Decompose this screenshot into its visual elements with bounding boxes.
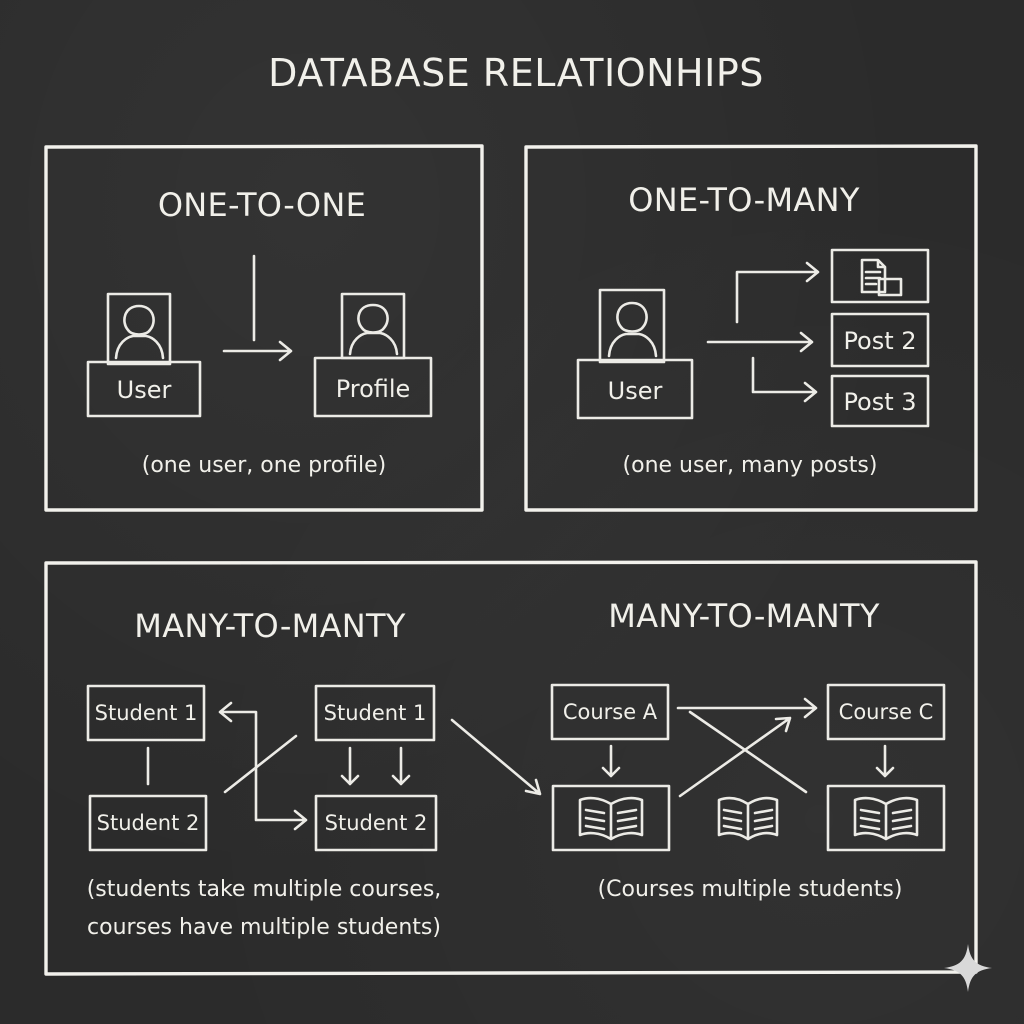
cross-arrow — [678, 716, 792, 798]
entity-label: User — [608, 377, 663, 405]
course-c-entity: Course C — [826, 683, 946, 741]
arrow-right — [222, 340, 293, 362]
page-title: DATABASE RELATIONHIPS — [268, 51, 764, 95]
panel-many-to-many: MANY-TO-MANTY Student 1 Student 2 Studen… — [44, 560, 978, 976]
subdiagram-students: MANY-TO-MANTY Student 1 Student 2 Studen… — [86, 607, 442, 940]
post-3-entity: Post 3 — [830, 374, 930, 428]
panel-frame — [524, 144, 978, 512]
panel-caption: (one user, many posts) — [623, 453, 878, 478]
arrow-down — [601, 744, 621, 778]
subdiagram-caption: (Courses multiple students) — [598, 877, 903, 902]
subdiagram-heading: MANY-TO-MANTY — [134, 607, 406, 645]
entity-label: Course C — [839, 700, 934, 724]
book-icon — [578, 796, 644, 841]
cross-line — [688, 710, 808, 794]
arrow-to-course-book — [450, 718, 542, 796]
cross-line — [223, 734, 298, 794]
arrow-bidirectional — [218, 701, 308, 831]
entity-box — [86, 684, 206, 742]
entity-label: Student 2 — [325, 811, 428, 835]
arrow-down — [340, 746, 360, 786]
student-2-right-entity: Student 2 — [314, 794, 438, 852]
panel-caption: (one user, one profile) — [142, 453, 387, 478]
entity-label: Student 2 — [97, 811, 200, 835]
entity-label: Profile — [336, 375, 411, 403]
person-icon — [607, 301, 658, 358]
arrow-to-post-1 — [735, 261, 820, 324]
user-entity: User — [576, 288, 694, 420]
arrow-course-a-to-c — [676, 697, 818, 719]
document-icon — [860, 258, 903, 297]
book-icon-standalone — [717, 796, 779, 841]
post-1-entity — [830, 248, 930, 304]
entity-box — [830, 312, 930, 368]
entity-box — [826, 683, 946, 741]
entity-box — [830, 374, 930, 428]
subdiagram-heading: MANY-TO-MANTY — [608, 597, 880, 635]
entity-label: Post 3 — [843, 388, 916, 416]
arrow-to-post-2 — [706, 331, 814, 353]
person-icon — [114, 304, 165, 360]
course-a-entity: Course A — [550, 683, 670, 741]
sparkle-icon — [944, 944, 992, 992]
entity-label: Course A — [563, 700, 658, 724]
entity-box — [314, 684, 436, 742]
student-1-right-entity: Student 1 — [314, 684, 436, 742]
panel-heading: ONE-TO-ONE — [158, 186, 366, 224]
book-box-left — [551, 784, 671, 852]
avatar-frame — [598, 288, 666, 364]
book-box-right — [826, 784, 946, 852]
avatar-frame — [106, 292, 172, 366]
subdiagram-courses: MANY-TO-MANTY Course A Course C — [550, 597, 946, 902]
book-icon — [853, 796, 919, 841]
panel-heading: ONE-TO-MANY — [628, 181, 860, 219]
entity-box — [88, 794, 208, 852]
person-icon — [348, 303, 399, 356]
entity-label: User — [117, 376, 172, 404]
entity-label: Student 1 — [324, 701, 427, 725]
entity-box — [550, 683, 670, 741]
post-2-entity: Post 2 — [830, 312, 930, 368]
student-1-left-entity: Student 1 — [86, 684, 206, 742]
entity-box — [551, 784, 671, 852]
entity-label: Post 2 — [843, 327, 916, 355]
entity-box — [86, 360, 202, 418]
panel-frame — [44, 144, 484, 512]
panel-one-to-many: ONE-TO-MANY User Post 2 — [524, 144, 978, 512]
entity-box — [826, 784, 946, 852]
subdiagram-caption-line-1: (students take multiple courses, — [87, 877, 442, 902]
arrow-down — [875, 744, 895, 778]
entity-box — [313, 356, 433, 418]
entity-box — [576, 358, 694, 420]
arrow-down — [391, 746, 411, 786]
user-entity: User — [86, 292, 202, 418]
subdiagram-caption-line-2: courses have multiple students) — [87, 915, 441, 940]
student-2-left-entity: Student 2 — [88, 794, 208, 852]
entity-label: Student 1 — [95, 701, 198, 725]
entity-box — [830, 248, 930, 304]
arrow-to-post-3 — [751, 356, 818, 403]
profile-entity: Profile — [313, 292, 433, 418]
entity-box — [314, 794, 438, 852]
panel-one-to-one: ONE-TO-ONE User Profile (one user, one p… — [44, 144, 484, 512]
